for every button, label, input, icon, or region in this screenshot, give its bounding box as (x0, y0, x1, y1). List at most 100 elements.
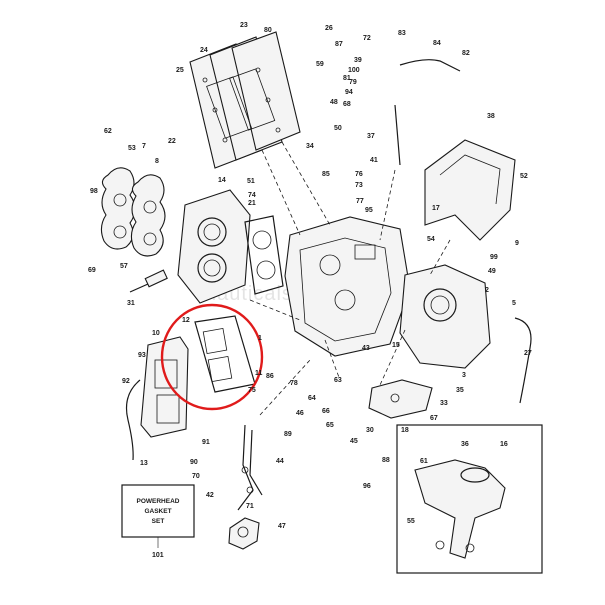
callout-52: 52 (520, 173, 528, 180)
callout-25: 25 (176, 67, 184, 74)
callout-53: 53 (128, 145, 136, 152)
callout-93: 93 (138, 352, 146, 359)
callout-83: 83 (398, 30, 406, 37)
callout-96: 96 (363, 483, 371, 490)
throttle-linkage (237, 424, 263, 511)
callout-18: 18 (401, 427, 409, 434)
detail-inset (396, 424, 543, 574)
callout-17: 17 (432, 205, 440, 212)
callout-87: 87 (335, 41, 343, 48)
fuel-hose (514, 317, 532, 404)
callout-98: 98 (90, 188, 98, 195)
callout-88: 88 (382, 457, 390, 464)
callout-1: 1 (258, 335, 262, 342)
callout-47: 47 (278, 523, 286, 530)
callout-59: 59 (316, 61, 324, 68)
callout-37: 37 (367, 133, 375, 140)
callout-61: 61 (420, 458, 428, 465)
part-callouts: 1235789101112131415161718212223242526273… (88, 22, 532, 530)
cylinder-block (177, 189, 251, 304)
callout-57: 57 (120, 263, 128, 270)
callout-39: 39 (354, 57, 362, 64)
callout-35: 35 (456, 387, 464, 394)
assembly-lines (249, 141, 451, 416)
callout-76: 76 (355, 171, 363, 178)
cylinder-head-covers (189, 31, 301, 169)
mounting-bracket (424, 139, 516, 241)
callout-23: 23 (240, 22, 248, 29)
callout-63: 63 (334, 377, 342, 384)
callout-11: 11 (255, 370, 263, 377)
callout-38: 38 (487, 113, 495, 120)
callout-33: 33 (440, 400, 448, 407)
callout-92: 92 (122, 378, 130, 385)
intake-manifold (140, 336, 189, 438)
callout-8: 8 (155, 158, 159, 165)
kit-label-line-2: GASKET (144, 508, 171, 515)
vacuum-hose (125, 379, 141, 461)
callout-67: 67 (430, 415, 438, 422)
callout-45: 45 (350, 438, 358, 445)
fuel-line (399, 59, 461, 72)
callout-70: 70 (192, 473, 200, 480)
kit-label-line-3: SET (152, 518, 165, 525)
callout-75: 75 (248, 387, 256, 394)
callout-46: 46 (296, 410, 304, 417)
callout-14: 14 (218, 177, 226, 184)
callout-94: 94 (345, 89, 353, 96)
callout-74: 74 (248, 192, 256, 199)
intake-gasket (194, 315, 256, 393)
callout-100: 100 (348, 67, 360, 74)
callout-95: 95 (365, 207, 373, 214)
callout-50: 50 (334, 125, 342, 132)
callout-42: 42 (206, 492, 214, 499)
callout-78: 78 (290, 380, 298, 387)
callout-89: 89 (284, 431, 292, 438)
callout-73: 73 (355, 182, 363, 189)
gasket-set-box: POWERHEAD GASKET SET 101 (121, 484, 195, 559)
callout-55: 55 (407, 518, 415, 525)
callout-62: 62 (104, 128, 112, 135)
callout-71: 71 (246, 503, 254, 510)
callout-79: 79 (349, 79, 357, 86)
callout-54: 54 (427, 236, 435, 243)
callout-43: 43 (362, 345, 370, 352)
exhaust-covers (100, 167, 166, 257)
crankcase-half (399, 264, 491, 369)
callout-9: 9 (515, 240, 519, 247)
callout-77: 77 (356, 198, 364, 205)
callout-16: 16 (500, 441, 508, 448)
callout-10: 10 (152, 330, 160, 337)
callout-51: 51 (247, 178, 255, 185)
callout-80: 80 (264, 27, 272, 34)
callout-30: 30 (366, 427, 374, 434)
callout-48: 48 (330, 99, 338, 106)
callout-12: 12 (182, 317, 190, 324)
callout-7: 7 (142, 143, 146, 150)
kit-label-line-1: POWERHEAD (137, 498, 180, 505)
callout-99: 99 (490, 254, 498, 261)
callout-22: 22 (168, 138, 176, 145)
callout-84: 84 (433, 40, 441, 47)
callout-15: 15 (392, 342, 400, 349)
callout-31: 31 (127, 300, 135, 307)
callout-81: 81 (343, 75, 351, 82)
callout-36: 36 (461, 441, 469, 448)
throttle-cam-bracket (368, 379, 433, 419)
callout-2: 2 (485, 287, 489, 294)
highlight-circle (160, 303, 264, 411)
spark-plug (129, 269, 168, 293)
callout-21: 21 (248, 200, 256, 207)
callout-69: 69 (88, 267, 96, 274)
callout-41: 41 (370, 157, 378, 164)
callout-24: 24 (200, 47, 208, 54)
head-gasket (244, 215, 284, 295)
callout-44: 44 (276, 458, 284, 465)
callout-64: 64 (308, 395, 316, 402)
callout-65: 65 (326, 422, 334, 429)
callout-72: 72 (363, 35, 371, 42)
callout-49: 49 (488, 268, 496, 275)
callout-27: 27 (524, 350, 532, 357)
callout-3: 3 (462, 372, 466, 379)
